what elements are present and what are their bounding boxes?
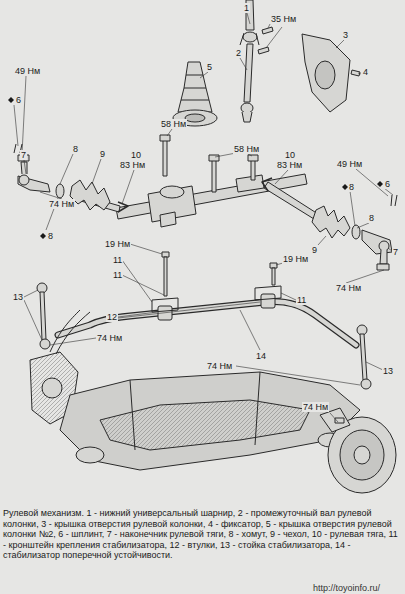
- callout-number: 9: [99, 149, 106, 159]
- torque-value: 83 Нм: [119, 160, 146, 170]
- callout-number: 10: [284, 150, 296, 160]
- torque-value: 19 Нм: [282, 254, 309, 264]
- watermark: http://toyoinfo.ru/: [312, 583, 381, 593]
- torque-value: 19 Нм: [104, 239, 131, 249]
- callout-number: 11: [296, 295, 307, 305]
- torque-value: 74 Нм: [335, 283, 362, 293]
- callout-number: 6: [384, 179, 391, 189]
- callout-number: 9: [311, 245, 318, 255]
- torque-value: 74 Нм: [206, 361, 233, 371]
- callout-number: 1: [243, 3, 250, 13]
- torque-value: 35 Нм: [270, 14, 297, 24]
- callout-number: 4: [362, 67, 369, 77]
- torque-value: 58 Нм: [233, 144, 260, 154]
- torque-value: 49 Нм: [336, 159, 363, 169]
- figure-caption: Рулевой механизм. 1 - нижний универсальн…: [3, 508, 401, 561]
- torque-value: 83 Нм: [276, 160, 303, 170]
- callout-number: 13: [382, 366, 394, 376]
- callout-number: 10: [130, 150, 142, 160]
- callout-number: 12: [106, 312, 118, 322]
- callout-number: 11: [112, 255, 123, 265]
- torque-value: 74 Нм: [96, 333, 123, 343]
- callout-number: 3: [342, 30, 349, 40]
- callout-number: 13: [12, 292, 24, 302]
- torque-value: 74 Нм: [48, 199, 75, 209]
- callout-number: 5: [206, 62, 213, 72]
- callout-number: 8: [47, 231, 54, 241]
- callout-number: 8: [348, 182, 355, 192]
- callout-number: 14: [255, 351, 267, 361]
- callout-number: 6: [15, 95, 22, 105]
- callout-number: 7: [392, 247, 399, 257]
- callout-number: 8: [72, 144, 79, 154]
- callout-number: 7: [20, 150, 27, 160]
- callout-number: 2: [235, 48, 242, 58]
- torque-value: 74 Нм: [302, 402, 329, 412]
- torque-value: 49 Нм: [14, 66, 41, 76]
- torque-value: 58 Нм: [160, 119, 187, 129]
- callout-number: 11: [112, 270, 123, 280]
- callout-number: 8: [368, 213, 375, 223]
